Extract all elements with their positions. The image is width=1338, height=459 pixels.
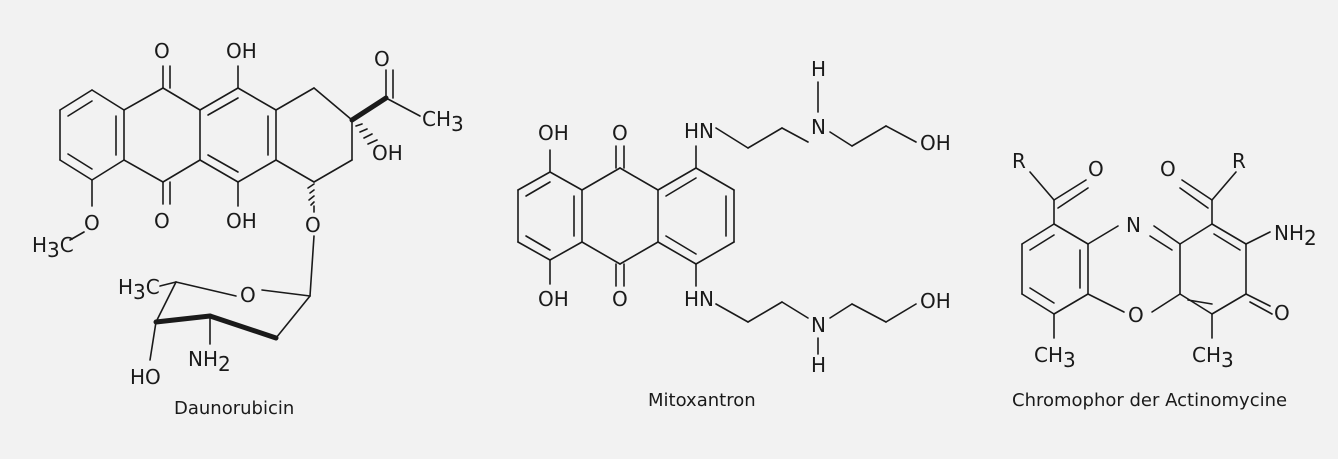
mitox-oh-bottom: OH <box>538 287 569 311</box>
dauno-o-acetyl: O <box>374 47 390 71</box>
actino-n-ring: N <box>1126 213 1141 237</box>
actino-o-left: O <box>1088 157 1104 181</box>
dauno-o-methoxy: O <box>84 211 100 235</box>
caption-actinomycine: Chromophor der Actinomycine <box>1012 390 1288 411</box>
dauno-oh-bottom: OH <box>226 209 257 233</box>
mitox-oh-chain-top: OH <box>920 131 951 155</box>
actino-o-ring: O <box>1128 303 1144 327</box>
dauno-h3c-methoxy: H3C <box>32 233 74 262</box>
mitox-hn-bottom: HN <box>684 287 714 311</box>
mitox-n-bottom: N <box>811 313 826 337</box>
caption-daunorubicin: Daunorubicin <box>174 398 295 419</box>
dauno-ho-sugar: HO <box>130 365 161 389</box>
dauno-oh-ring: OH <box>372 141 403 165</box>
mitox-o-top: O <box>612 121 628 145</box>
dauno-h3c-sugar: H3C <box>118 275 160 304</box>
actino-ch3-left: CH3 <box>1034 343 1076 372</box>
mitoxantron-structure <box>517 81 917 355</box>
actino-nh2: NH2 <box>1274 221 1317 250</box>
mitox-h-top: H <box>811 57 826 81</box>
dauno-o-bottom: O <box>154 209 170 233</box>
mitox-n-top: N <box>811 115 826 139</box>
dauno-o-sugar-ring: O <box>240 283 256 307</box>
dauno-nh2-sugar: NH2 <box>188 347 231 376</box>
actino-o-right: O <box>1160 157 1176 181</box>
actino-ch3-right: CH3 <box>1192 343 1234 372</box>
mitox-hn-top: HN <box>684 119 714 143</box>
mitox-oh-chain-bottom: OH <box>920 289 951 313</box>
mitox-h-bottom: H <box>811 353 826 377</box>
mitox-o-bottom: O <box>612 287 628 311</box>
mitox-oh-top: OH <box>538 121 569 145</box>
actinomycin-chromophore-structure <box>1021 171 1273 339</box>
dauno-o-glycoside: O <box>305 213 321 237</box>
dauno-ch3-acetyl: CH3 <box>422 107 464 136</box>
actino-r-right: R <box>1232 149 1246 173</box>
daunorubicin-structure <box>59 65 421 361</box>
actino-o-keto: O <box>1274 301 1290 325</box>
caption-mitoxantron: Mitoxantron <box>648 390 756 411</box>
actino-r-left: R <box>1012 149 1026 173</box>
dauno-oh-top: OH <box>226 39 257 63</box>
dauno-o-top: O <box>154 39 170 63</box>
